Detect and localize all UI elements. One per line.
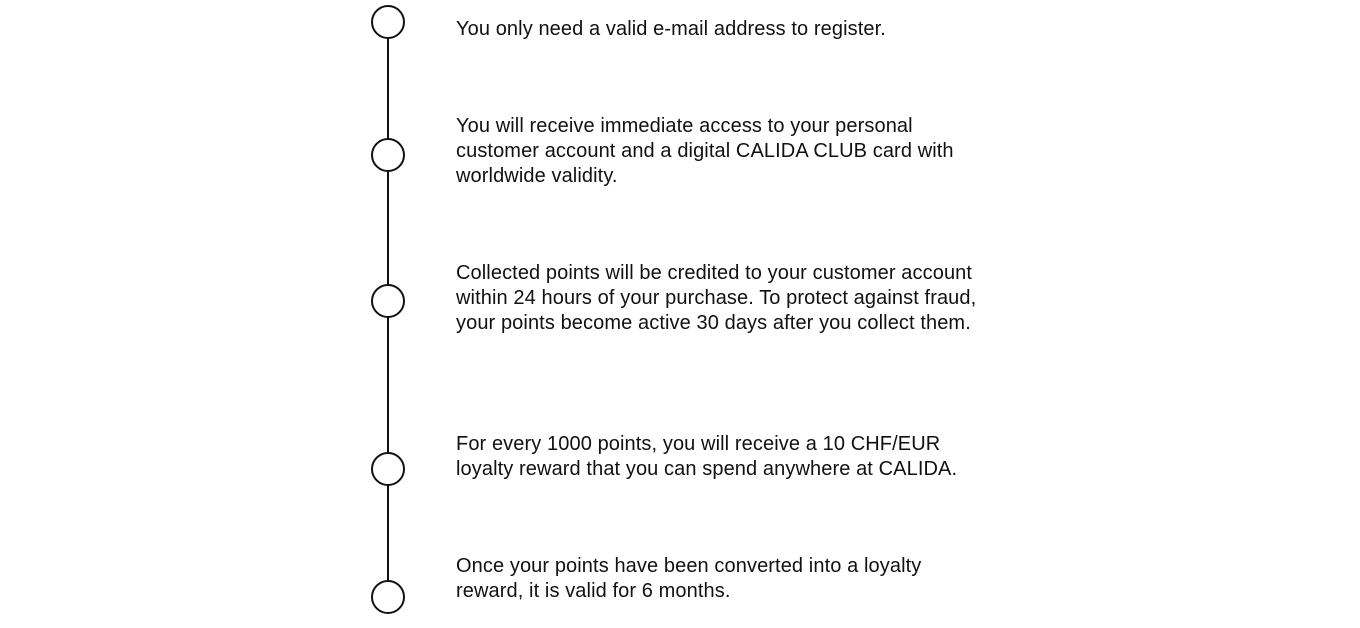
step-4-text: For every 1000 points, you will receive … — [456, 433, 958, 480]
step-5-text: Once your points have been converted int… — [456, 555, 922, 602]
step-circle-icon — [371, 284, 405, 318]
step-circle-icon — [371, 452, 405, 486]
step-circle-icon — [371, 138, 405, 172]
step-circle-icon — [371, 580, 405, 614]
step-2-text: You will receive immediate access to you… — [456, 115, 954, 187]
step-1-text: You only need a valid e-mail address to … — [456, 18, 886, 40]
step-3-text: Collected points will be credited to you… — [456, 262, 977, 334]
step-circle-icon — [371, 5, 405, 39]
